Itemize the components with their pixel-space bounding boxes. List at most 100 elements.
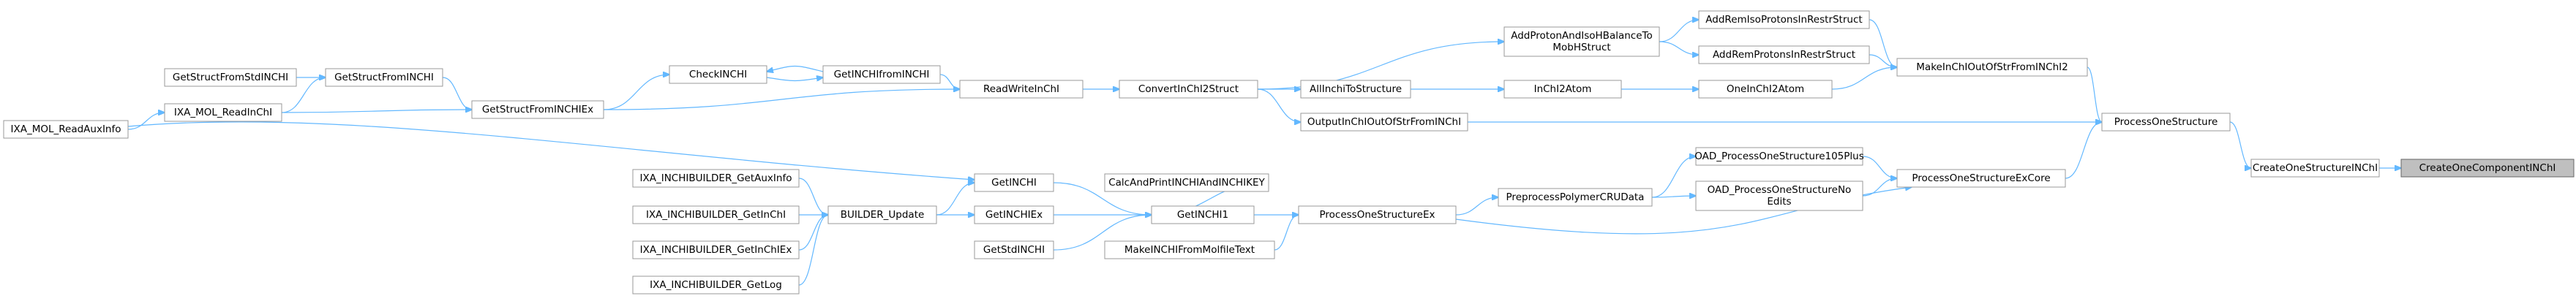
node-getinchiex[interactable]: GetINCHIEx xyxy=(974,205,1054,224)
node-getstructfromstdinchi[interactable]: GetStructFromStdINCHI xyxy=(164,68,297,87)
node-getinchifrominchi[interactable]: GetINCHIfromINCHI xyxy=(822,65,941,84)
edge-ixa-inchibuilder-getauxinfo-to-builder-update xyxy=(798,178,828,215)
node-box xyxy=(974,173,1054,192)
node-getinchi[interactable]: GetINCHI xyxy=(974,173,1054,192)
node-calcandprintinchiandinchikey[interactable]: CalcAndPrintINCHIAndINCHIKEY xyxy=(1104,173,1269,192)
node-preprocesspolymercrudata[interactable]: PreprocessPolymerCRUData xyxy=(1498,188,1653,207)
edge-ixa-mol-readinchi-to-getstructfrominchi xyxy=(281,77,326,113)
edge-getinchi-to-getinchi1 xyxy=(1053,182,1152,215)
node-ixa-inchibuilder-getlog[interactable]: IXA_INCHIBUILDER_GetLog xyxy=(632,276,800,294)
edge-oneinchi2atom-to-makeinchioutofstrfrominchi2 xyxy=(1831,67,1897,90)
edge-addremisoprotonsinrestrstruct-to-makeinchioutofstrfrominchi2 xyxy=(1869,19,1897,67)
node-processonestructureexcore[interactable]: ProcessOneStructureExCore xyxy=(1896,169,2066,188)
node-processonestructure[interactable]: ProcessOneStructure xyxy=(2101,113,2231,132)
edge-getstdinchi-to-getinchi1 xyxy=(1053,215,1152,251)
node-ixa-inchibuilder-getinchi[interactable]: IXA_INCHIBUILDER_GetInChI xyxy=(632,205,800,224)
node-box xyxy=(1298,205,1457,224)
edge-checkinchi-to-getinchifrominchi xyxy=(766,77,823,81)
node-box xyxy=(632,276,800,294)
node-allinchitostructure[interactable]: AllInchiToStructure xyxy=(1300,80,1411,99)
node-box xyxy=(1498,188,1653,207)
edge-oad-processonestructure105plus-to-processonestructureexcore xyxy=(1862,156,1897,178)
node-oad-processonestructure105plus[interactable]: OAD_ProcessOneStructure105Plus xyxy=(1694,147,1864,166)
node-box xyxy=(1695,180,1863,211)
node-box xyxy=(1300,80,1411,99)
node-addremisoprotonsinrestrstruct[interactable]: AddRemIsoProtonsInRestrStruct xyxy=(1698,10,1870,29)
edge-ixa-mol-readinchi-to-getstructfrominchiex xyxy=(281,110,472,113)
node-label: ProcessOneStructureEx xyxy=(1319,209,1435,221)
node-getstdinchi[interactable]: GetStdINCHI xyxy=(974,240,1054,259)
node-box xyxy=(1698,80,1833,99)
node-box xyxy=(2250,159,2380,178)
edge-processonestructureex-to-preprocesspolymercrudata xyxy=(1455,197,1498,216)
node-label: GetINCHIfromINCHI xyxy=(834,69,930,80)
node-box xyxy=(1119,80,1258,99)
node-getstructfrominchiex[interactable]: GetStructFromINCHIEx xyxy=(471,100,604,119)
node-readwriteinchi[interactable]: ReadWriteInChI xyxy=(959,80,1084,99)
edge-getinchifrominchi-to-readwriteinchi xyxy=(939,74,960,89)
node-processonestructureex[interactable]: ProcessOneStructureEx xyxy=(1298,205,1457,224)
node-label: IXA_INCHIBUILDER_GetLog xyxy=(650,279,782,291)
node-inchi2atom[interactable]: InChI2Atom xyxy=(1503,80,1622,99)
node-label: IXA_MOL_ReadAuxInfo xyxy=(10,123,121,135)
node-label: CalcAndPrintINCHIAndINCHIKEY xyxy=(1108,177,1265,189)
node-ixa-mol-readauxinfo[interactable]: IXA_MOL_ReadAuxInfo xyxy=(3,120,129,139)
node-oneinchi2atom[interactable]: OneInChI2Atom xyxy=(1698,80,1833,99)
node-box xyxy=(1698,45,1870,64)
node-box xyxy=(1300,113,1468,132)
node-label: GetStructFromINCHI xyxy=(334,72,434,83)
node-label: GetStructFromINCHIEx xyxy=(482,104,593,115)
node-box xyxy=(974,205,1054,224)
node-makeinchifrommolfiletext[interactable]: MakeINCHIFromMolfileText xyxy=(1104,240,1275,259)
edge-ixa-mol-readauxinfo-to-getinchi xyxy=(127,121,975,180)
node-getstructfrominchi[interactable]: GetStructFromINCHI xyxy=(325,68,443,87)
node-createonestructureinchi[interactable]: CreateOneStructureINChI xyxy=(2250,159,2380,178)
node-layer: CreateOneComponentINChI CreateOneStructur… xyxy=(3,10,2575,294)
node-label: OAD_ProcessOneStructure105Plus xyxy=(1694,151,1864,162)
node-label: MakeInChIOutOfStrFromINChI2 xyxy=(1916,61,2068,73)
edge-preprocesspolymercrudata-to-oad-processonestructure105plus xyxy=(1651,156,1696,198)
node-label: AllInchiToStructure xyxy=(1310,83,1402,95)
node-ixa-inchibuilder-getinchiex[interactable]: IXA_INCHIBUILDER_GetInChIEx xyxy=(632,240,800,259)
node-checkinchi[interactable]: CheckINCHI xyxy=(669,65,767,84)
node-label: PreprocessPolymerCRUData xyxy=(1506,191,1645,203)
node-label: IXA_INCHIBUILDER_GetAuxInfo xyxy=(640,172,792,184)
node-builder-update[interactable]: BUILDER_Update xyxy=(827,205,937,224)
node-box xyxy=(632,240,800,259)
node-label: GetINCHI xyxy=(991,177,1037,189)
edge-processonestructure-to-createonestructureinchi xyxy=(2229,121,2251,168)
node-box xyxy=(1104,240,1275,259)
edge-layer xyxy=(127,19,2401,286)
node-ixa-mol-readinchi[interactable]: IXA_MOL_ReadInChI xyxy=(164,103,282,122)
node-label: IXA_INCHIBUILDER_GetInChIEx xyxy=(640,244,792,256)
node-label: CreateOneComponentINChI xyxy=(2419,162,2556,174)
node-label: MobHStruct xyxy=(1552,42,1610,53)
node-addremprotonsinrestrstruct[interactable]: AddRemProtonsInRestrStruct xyxy=(1698,45,1870,64)
node-convertinchi2struct[interactable]: ConvertInChI2Struct xyxy=(1119,80,1258,99)
node-label: BUILDER_Update xyxy=(841,209,925,221)
node-label: OneInChI2Atom xyxy=(1727,83,1804,95)
node-getinchi1[interactable]: GetINCHI1 xyxy=(1151,205,1255,224)
node-label: ReadWriteInChI xyxy=(983,83,1059,95)
node-label: ProcessOneStructure xyxy=(2114,116,2218,128)
edge-getstructfrominchiex-to-readwriteinchi xyxy=(603,89,960,110)
edge-builder-update-to-getinchi xyxy=(936,183,975,216)
node-ixa-inchibuilder-getauxinfo[interactable]: IXA_INCHIBUILDER_GetAuxInfo xyxy=(632,169,800,188)
node-box xyxy=(164,103,282,122)
node-box xyxy=(1896,169,2066,188)
node-box xyxy=(632,169,800,188)
node-outputinchioutofstrfrominchi[interactable]: OutputInChIOutOfStrFromINChI xyxy=(1300,113,1468,132)
edge-makeinchioutofstrfrominchi2-to-processonestructure xyxy=(2087,66,2102,122)
edge-ixa-inchibuilder-getinchiex-to-builder-update xyxy=(798,215,828,251)
node-box xyxy=(632,205,800,224)
node-box xyxy=(164,68,297,87)
edge-getstructfrominchi-to-getstructfrominchiex xyxy=(442,77,472,110)
node-label: GetStructFromStdINCHI xyxy=(173,72,288,83)
edge-ixa-mol-readauxinfo-to-ixa-mol-readinchi xyxy=(127,113,165,130)
edge-getstructfrominchiex-to-checkinchi xyxy=(603,75,669,110)
edge-convertinchi2struct-to-outputinchioutofstrfrominchi xyxy=(1257,88,1301,122)
node-label: Edits xyxy=(1767,196,1791,208)
node-makeinchioutofstrfrominchi2[interactable]: MakeInChIOutOfStrFromINChI2 xyxy=(1896,58,2088,77)
